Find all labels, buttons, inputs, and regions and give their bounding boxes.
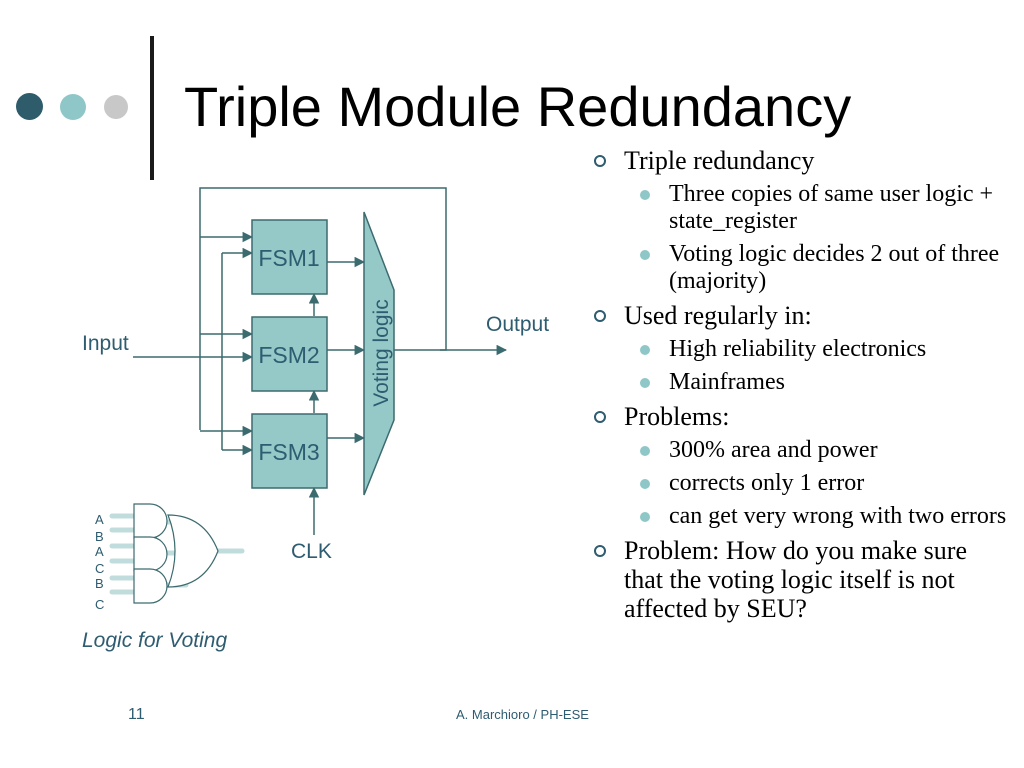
title-dot-dark [16, 93, 43, 120]
fsm3-label: FSM3 [258, 439, 319, 465]
dot-bullet-icon [640, 512, 650, 522]
bullet-triple: Triple redundancy [594, 146, 1014, 175]
gate-input-6: C [95, 597, 104, 612]
bullet-problems-sub1: 300% area and power [594, 437, 1014, 464]
title-dot-mid [60, 94, 86, 120]
bullet-used-sub1: High reliability electronics [594, 336, 1014, 363]
dot-bullet-icon [640, 345, 650, 355]
gate-input-2: B [95, 529, 104, 544]
voting-logic-label: Voting logic [370, 299, 393, 406]
bullet-problems: Problems: [594, 402, 1014, 431]
tmr-diagram: FSM1 FSM2 FSM3 Voting logic Input Output… [82, 187, 549, 652]
bullet-problem-question: Problem: How do you make sure that the v… [594, 536, 974, 623]
and-gate-2 [133, 536, 168, 572]
bullet-problems-sub2: corrects only 1 error [594, 470, 1014, 497]
footer-author: A. Marchioro / PH-ESE [456, 707, 589, 722]
fsm3-box [251, 413, 328, 489]
bullet-problems-sub3: can get very wrong with two errors [594, 503, 1014, 530]
ring-bullet-icon [594, 155, 606, 167]
or-gate [167, 514, 219, 588]
title-divider [150, 36, 154, 180]
bullet-used: Used regularly in: [594, 301, 1014, 330]
dot-bullet-icon [640, 378, 650, 388]
input-label: Input [82, 332, 129, 355]
voting-caption: Logic for Voting [82, 629, 227, 652]
page-title: Triple Module Redundancy [184, 75, 852, 138]
bullet-triple-sub2: Voting logic decides 2 out of three (maj… [594, 241, 1014, 295]
fsm1-label: FSM1 [258, 245, 319, 271]
and-gate-1 [133, 503, 168, 539]
gate-input-1: A [95, 512, 104, 527]
title-dot-light [104, 95, 128, 119]
ring-bullet-icon [594, 545, 606, 557]
dot-bullet-icon [640, 250, 650, 260]
voting-logic-block [363, 211, 395, 496]
ring-bullet-icon [594, 310, 606, 322]
ring-bullet-icon [594, 411, 606, 423]
and-gate-3 [133, 568, 168, 604]
fsm1-box [251, 219, 328, 295]
dot-bullet-icon [640, 190, 650, 200]
fsm2-label: FSM2 [258, 342, 319, 368]
dot-bullet-icon [640, 479, 650, 489]
bullet-list: Triple redundancy Three copies of same u… [594, 146, 1014, 623]
output-label: Output [486, 313, 549, 336]
page-number: 11 [128, 706, 145, 723]
bullet-triple-sub1: Three copies of same user logic + state_… [594, 181, 1014, 235]
gate-input-4: C [95, 561, 104, 576]
fsm2-box [251, 316, 328, 392]
clk-label: CLK [291, 540, 332, 563]
gate-input-3: A [95, 544, 104, 559]
bullet-used-sub2: Mainframes [594, 369, 1014, 396]
gate-input-5: B [95, 576, 104, 591]
dot-bullet-icon [640, 446, 650, 456]
